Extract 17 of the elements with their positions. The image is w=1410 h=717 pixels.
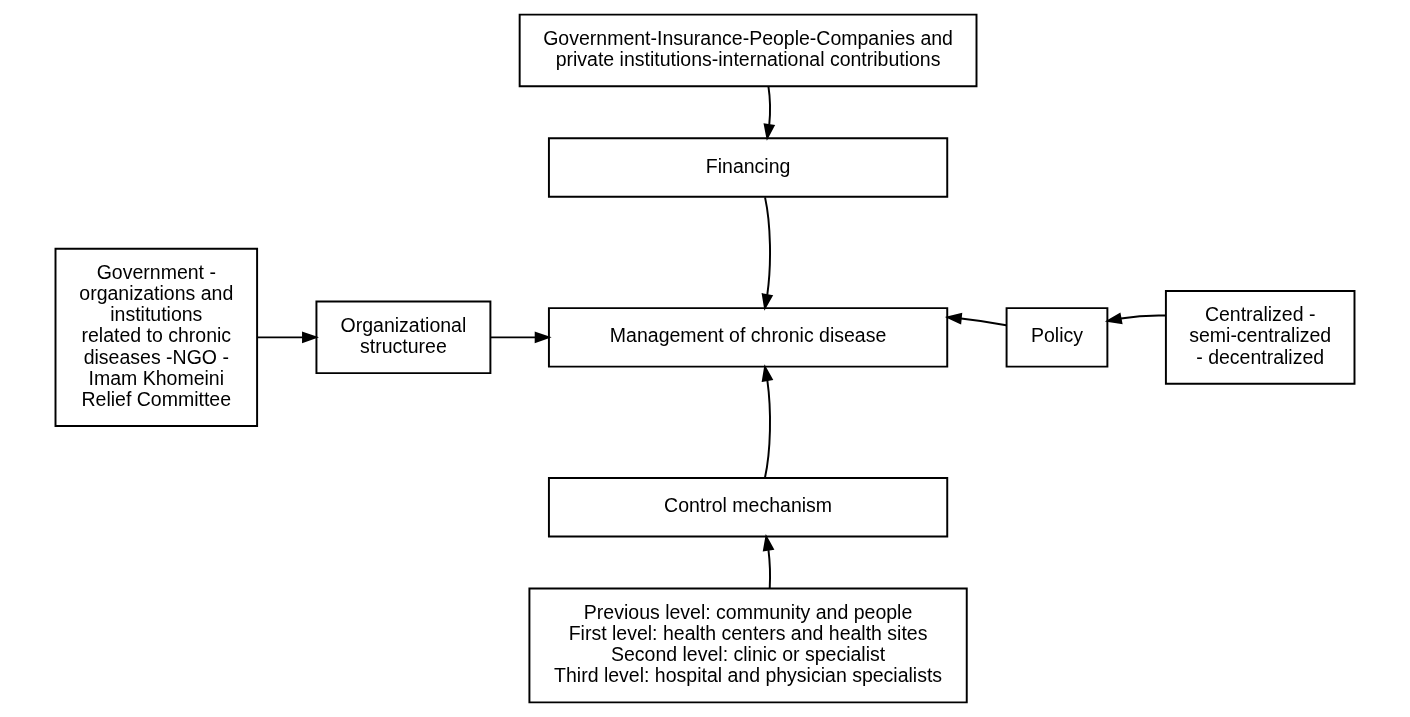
node-box: Control mechanism [547,477,949,538]
arrow [1104,312,1167,325]
node-box: Previous level: community and people First level: health centers and health sites Second level: clinic or specialist Third level: hospital and physician specialists [528,587,968,704]
node-box: Government - organizations and institutions related to chronic diseases -NGO - Imam Khomeini Relief Committee [54,247,259,427]
arrow [489,331,552,344]
arrow [762,533,775,590]
arrow [761,196,774,311]
arrow [763,85,776,141]
arrow [944,312,1008,327]
arrow [256,331,319,344]
arrow [761,364,774,479]
node-box: Organizational structuree [315,300,492,375]
node-box: Government-Insurance-People-Companies and private institutions-international contributions [518,13,978,88]
node-box: Policy [1005,307,1109,368]
node-box: Management of chronic disease [547,307,949,368]
node-box: Financing [547,137,949,198]
node-box: Centralized - semi-centralized - decentralized [1164,290,1356,385]
